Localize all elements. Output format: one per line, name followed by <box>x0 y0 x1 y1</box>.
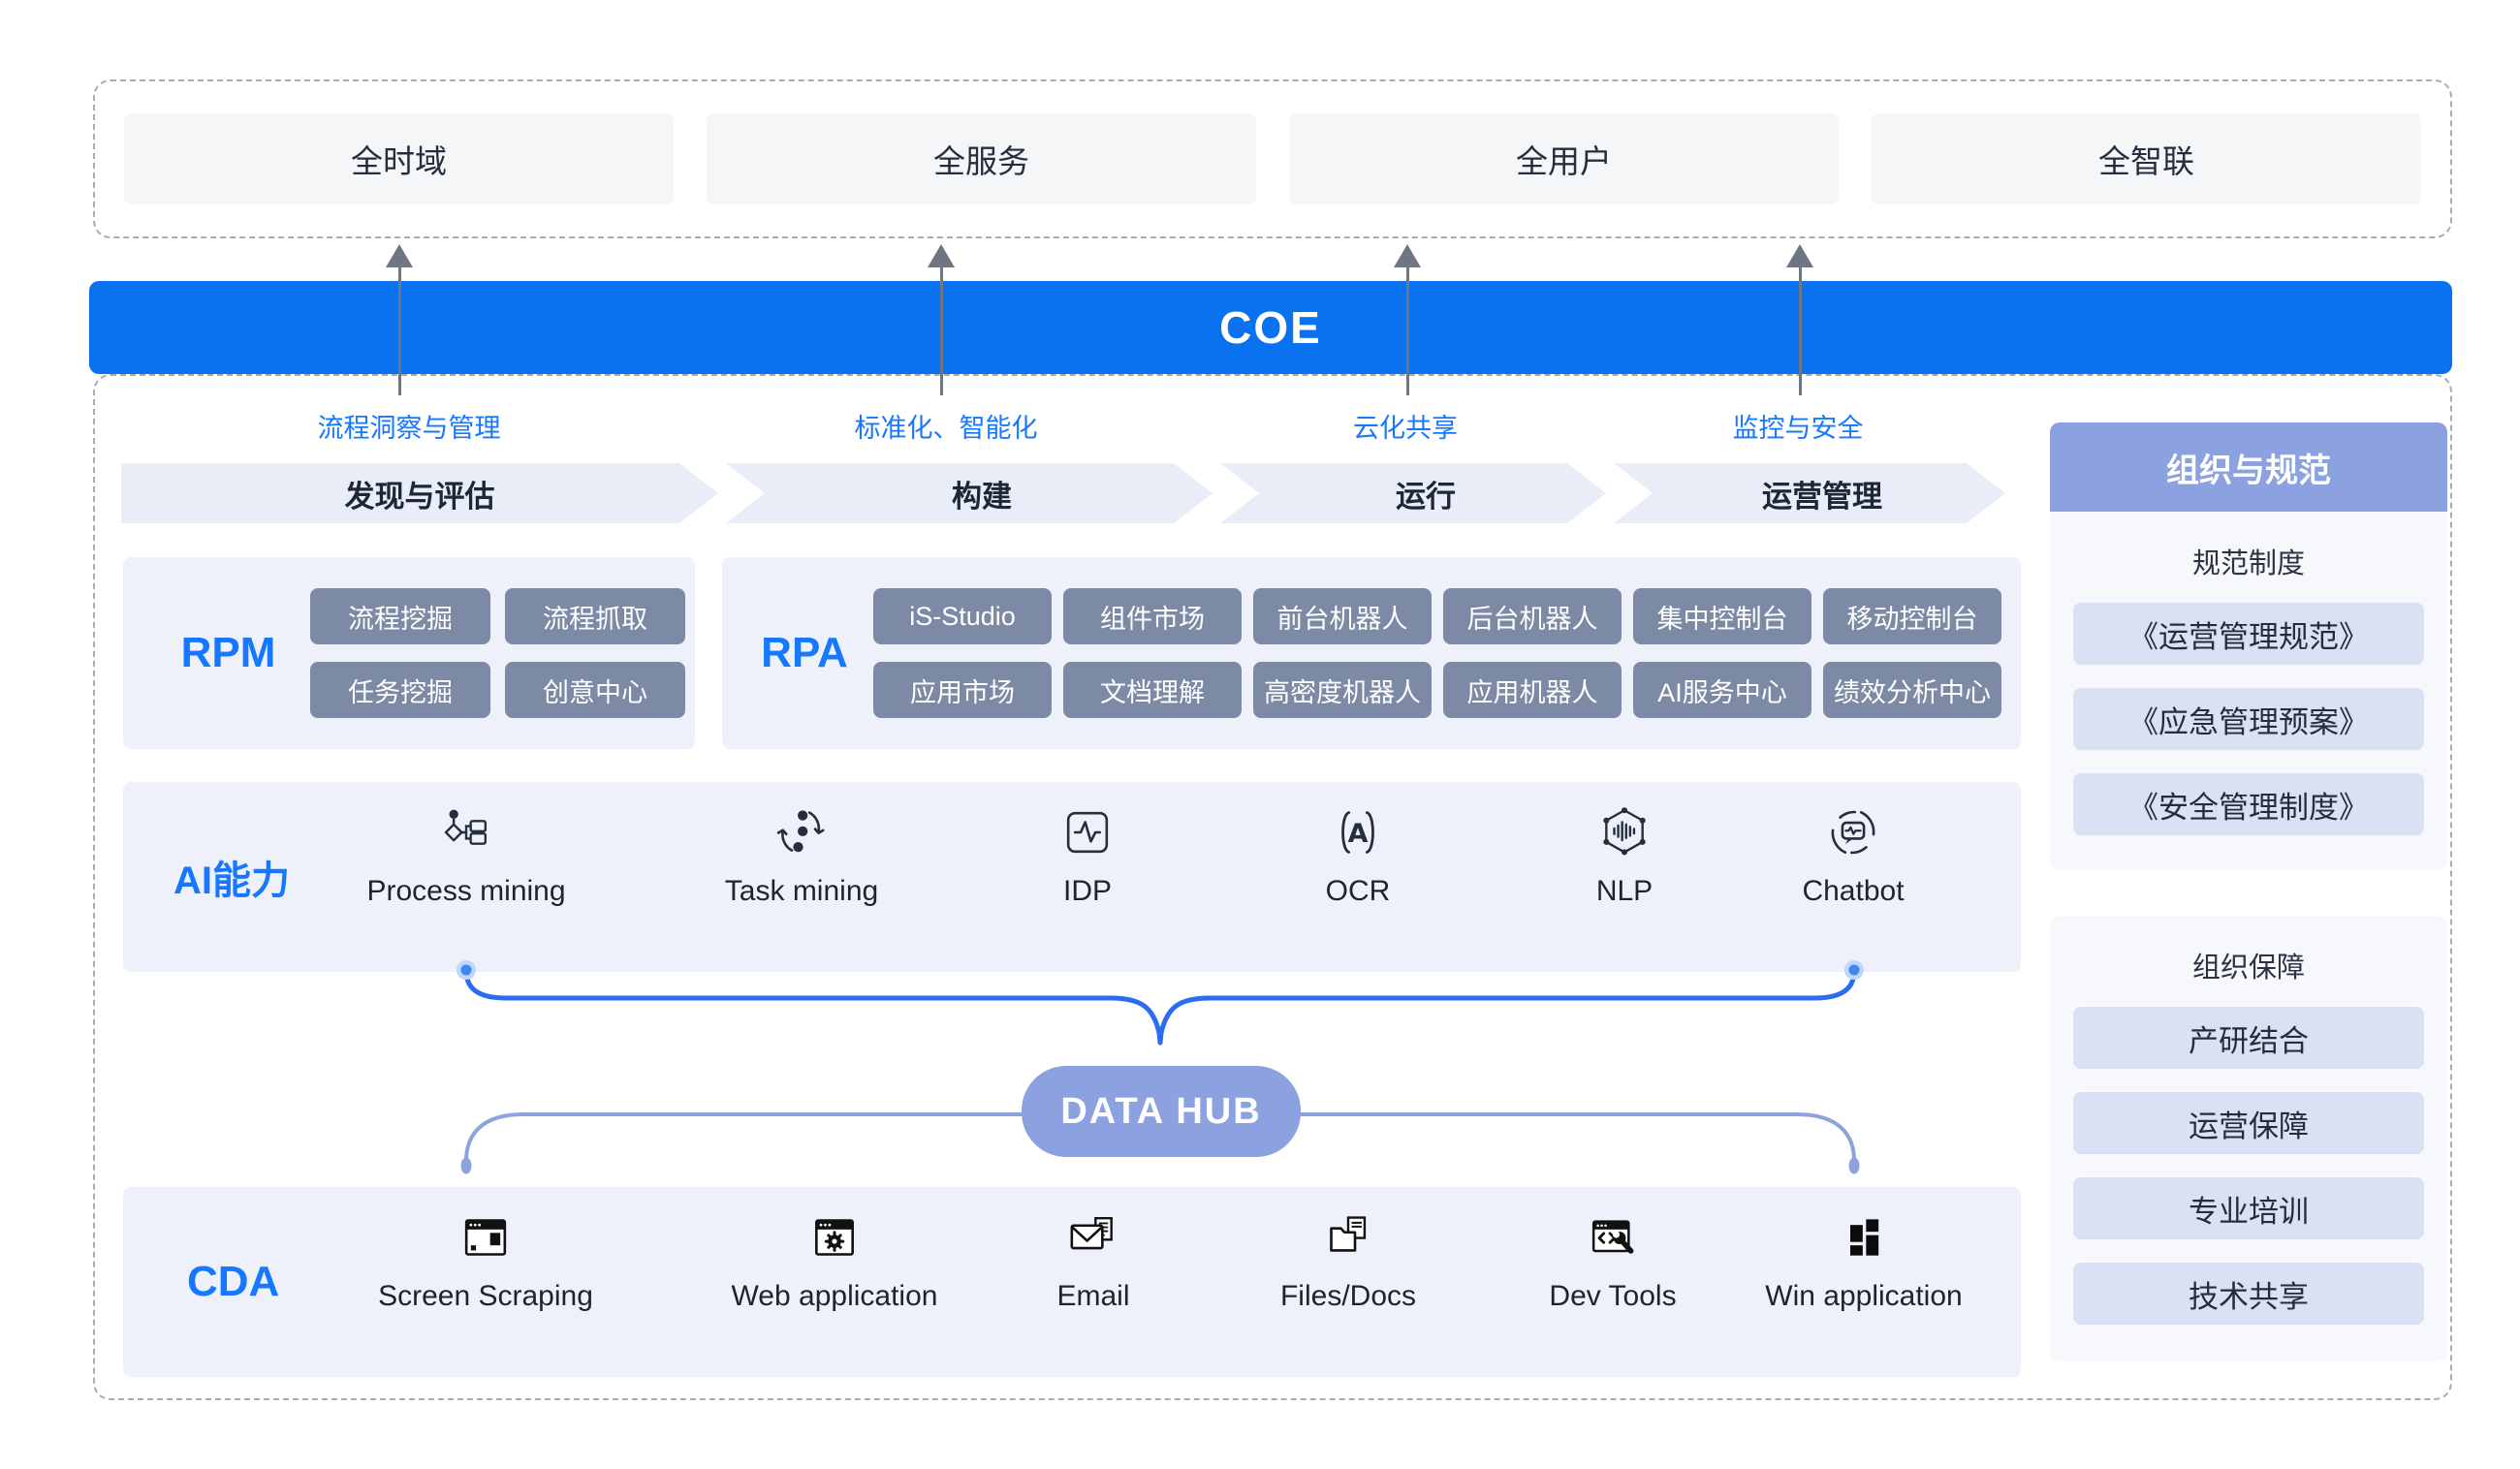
top-banner-item: 全用户 <box>1289 113 1839 204</box>
web-application-icon <box>807 1210 862 1265</box>
up-arrow-icon <box>1786 244 1813 397</box>
phase-chevron: 发现与评估 <box>121 463 718 523</box>
rpa-chip: 前台机器人 <box>1253 588 1432 644</box>
ai-item-label: IDP <box>1062 875 1112 907</box>
ai-section: AI能力 Process mining <box>123 782 2021 972</box>
screen-scraping-icon <box>458 1210 513 1265</box>
ocr-icon: A <box>1331 805 1385 860</box>
sidebar-standards-header: 组织与规范 <box>2050 422 2447 512</box>
sidebar-standards-item: 《应急管理预案》 <box>2073 688 2424 750</box>
ai-item: IDP <box>932 805 1243 908</box>
phase-chevron: 运营管理 <box>1614 463 2005 523</box>
rpa-chip: 应用市场 <box>873 662 1052 718</box>
rpa-chip: 文档理解 <box>1063 662 1242 718</box>
pillar-label: 流程洞察与管理 <box>317 414 501 443</box>
up-arrow-icon <box>1394 244 1421 397</box>
sidebar-support-item: 产研结合 <box>2073 1007 2424 1069</box>
rpm-label: RPM <box>180 629 276 676</box>
files-docs-icon <box>1321 1210 1375 1265</box>
cda-item-label: Dev Tools <box>1549 1280 1677 1312</box>
ai-item: A OCR <box>1203 805 1513 908</box>
sidebar-standards-title: 规范制度 <box>2191 548 2305 579</box>
rpa-chip: 绩效分析中心 <box>1823 662 2001 718</box>
rpa-section: RPA iS-Studio 组件市场 前台机器人 后台机器人 集中控制台 移动控… <box>722 557 2021 749</box>
top-banner: 全时域 全服务 全用户 全智联 <box>93 79 2452 238</box>
rpa-chip: 应用机器人 <box>1443 662 1622 718</box>
win-application-icon <box>1850 1219 1879 1256</box>
ai-item-label: OCR <box>1325 875 1391 907</box>
pillar-label: 监控与安全 <box>1732 414 1864 443</box>
chatbot-icon <box>1826 805 1880 860</box>
idp-icon <box>1060 805 1115 860</box>
rpa-label: RPA <box>761 629 848 676</box>
phase-chevron: 构建 <box>726 463 1213 523</box>
top-banner-item: 全服务 <box>707 113 1256 204</box>
email-icon <box>1066 1210 1120 1265</box>
pillar-label: 标准化、智能化 <box>854 414 1038 443</box>
cda-item-label: Web application <box>731 1280 938 1312</box>
cda-item: Email <box>938 1210 1248 1313</box>
up-arrow-icon <box>928 244 955 397</box>
process-mining-icon <box>439 809 493 860</box>
cda-item: Dev Tools <box>1458 1210 1768 1313</box>
ai-item-label: NLP <box>1595 875 1654 907</box>
ai-label: AI能力 <box>173 860 290 902</box>
sidebar-support-title: 组织保障 <box>2191 953 2305 984</box>
rpa-chip: 组件市场 <box>1063 588 1242 644</box>
rpm-chip: 创意中心 <box>505 662 685 718</box>
sidebar-support-card: 组织保障 产研结合 运营保障 专业培训 技术共享 <box>2050 916 2447 1361</box>
ai-item: Task mining <box>646 805 957 908</box>
sidebar-support-item: 专业培训 <box>2073 1177 2424 1239</box>
cda-item-label: Win application <box>1765 1280 1963 1312</box>
cda-section: CDA Screen Scraping Web <box>123 1187 2021 1377</box>
phase-chevron: 运行 <box>1220 463 1606 523</box>
nlp-icon <box>1603 807 1646 856</box>
top-banner-item: 全时域 <box>124 113 674 204</box>
ai-item-label: Process mining <box>366 875 566 907</box>
rpa-chip: AI服务中心 <box>1633 662 1811 718</box>
up-arrow-icon <box>386 244 413 397</box>
task-mining-icon <box>774 810 829 853</box>
sidebar-standards-item: 《安全管理制度》 <box>2073 773 2424 835</box>
sidebar-support-item: 技术共享 <box>2073 1263 2424 1325</box>
rpa-chip: 后台机器人 <box>1443 588 1622 644</box>
dev-tools-icon <box>1586 1210 1640 1265</box>
svg-text:A: A <box>1348 819 1369 849</box>
rpm-chip: 流程挖掘 <box>310 588 490 644</box>
ai-item: Process mining <box>311 805 621 908</box>
data-hub-node: DATA HUB <box>1022 1066 1301 1157</box>
ai-item-label: Chatbot <box>1802 875 1905 907</box>
cda-item: Files/Docs <box>1193 1210 1503 1313</box>
rpa-chip: iS-Studio <box>873 588 1052 644</box>
coe-title: COE <box>1219 302 1322 353</box>
rpa-chip: 移动控制台 <box>1823 588 2001 644</box>
rpm-chip: 流程抓取 <box>505 588 685 644</box>
pillar-label: 云化共享 <box>1353 414 1458 443</box>
cda-item: Screen Scraping <box>331 1210 641 1313</box>
cda-label: CDA <box>187 1258 280 1305</box>
ai-item: Chatbot <box>1698 805 2008 908</box>
cda-item: Web application <box>679 1210 990 1313</box>
cda-item: Win application <box>1709 1210 2019 1313</box>
coe-bar: COE <box>89 281 2452 374</box>
sidebar-support-item: 运营保障 <box>2073 1092 2424 1154</box>
cda-item-label: Screen Scraping <box>378 1280 593 1312</box>
main-frame <box>93 374 2452 1400</box>
data-hub-label: DATA HUB <box>1060 1090 1262 1132</box>
cda-item-label: Email <box>1056 1280 1130 1312</box>
rpa-chip: 集中控制台 <box>1633 588 1811 644</box>
ai-item: NLP <box>1469 805 1780 908</box>
sidebar-standards-item: 《运营管理规范》 <box>2073 603 2424 665</box>
rpm-section: RPM 流程挖掘 流程抓取 任务挖掘 创意中心 <box>123 557 695 749</box>
rpm-chip: 任务挖掘 <box>310 662 490 718</box>
cda-item-label: Files/Docs <box>1279 1280 1417 1312</box>
rpa-chip: 高密度机器人 <box>1253 662 1432 718</box>
ai-item-label: Task mining <box>724 875 879 907</box>
top-banner-item: 全智联 <box>1872 113 2421 204</box>
sidebar-standards-card: 组织与规范 规范制度 《运营管理规范》 《应急管理预案》 《安全管理制度》 <box>2050 422 2447 870</box>
